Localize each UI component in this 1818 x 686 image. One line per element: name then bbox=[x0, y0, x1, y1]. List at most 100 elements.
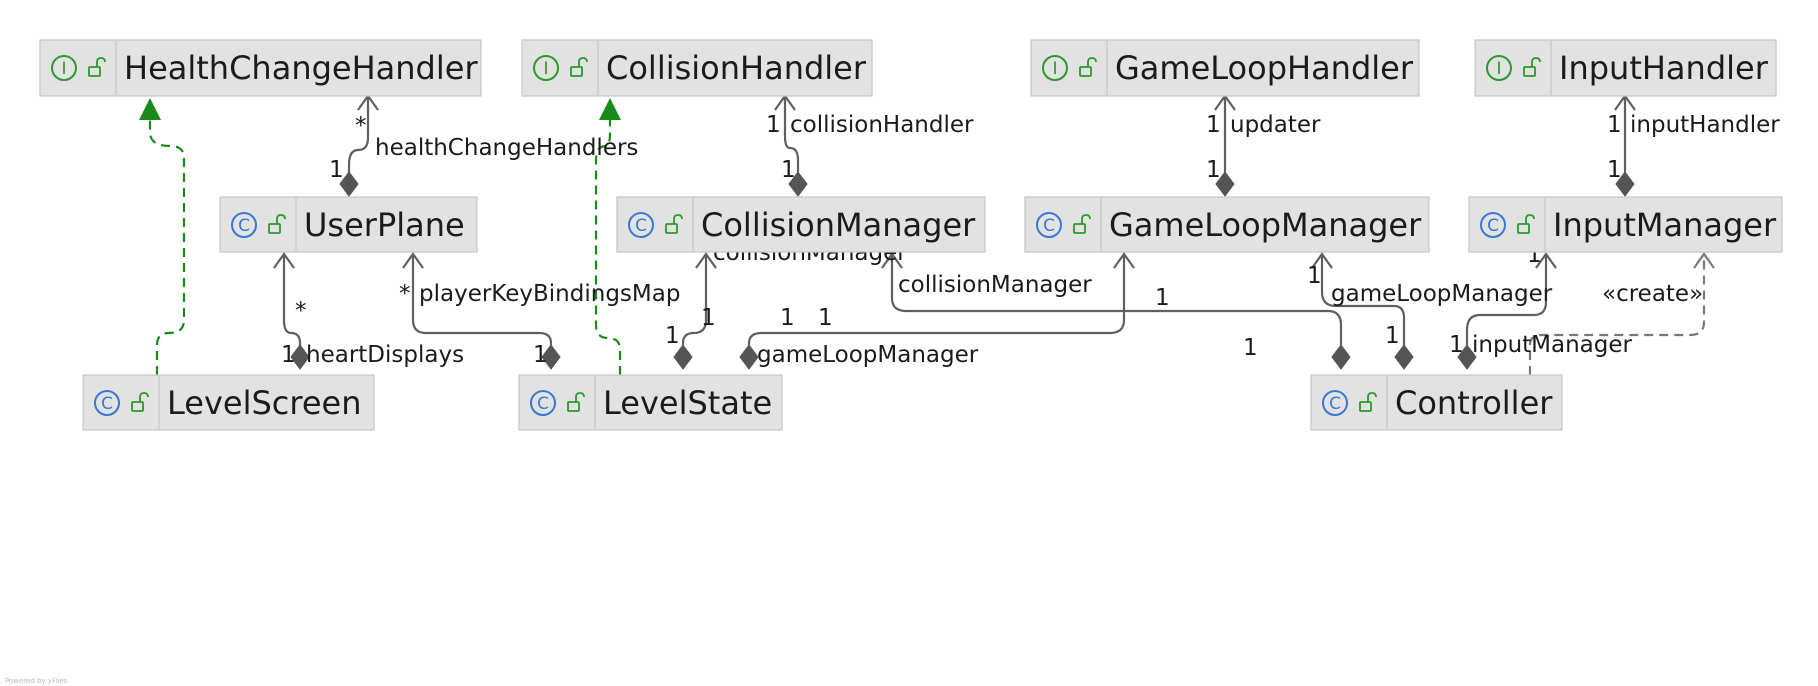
svg-text:C: C bbox=[101, 394, 113, 414]
label-many-healthchangehandlers-target: * bbox=[355, 113, 367, 139]
label-one-collisionmanager-controller-source: 1 bbox=[1243, 335, 1258, 361]
svg-text:I: I bbox=[1496, 59, 1501, 79]
node-healthchangehandler[interactable]: I HealthChangeHandler bbox=[39, 39, 482, 97]
class-badge-icon: C bbox=[231, 212, 257, 238]
label-stereotype-create: «create» bbox=[1602, 281, 1703, 307]
edge-controller-inputmanager bbox=[1457, 252, 1557, 370]
label-one-updater-source: 1 bbox=[1206, 157, 1221, 183]
svg-text:I: I bbox=[543, 59, 548, 79]
label-one-inputhandler-source: 1 bbox=[1607, 157, 1622, 183]
node-title: GameLoopManager bbox=[1109, 206, 1422, 244]
label-many-heartdisplays-target: * bbox=[295, 298, 307, 324]
interface-badge-icon: I bbox=[1486, 55, 1512, 81]
label-one-healthchangehandlers-source: 1 bbox=[329, 157, 344, 183]
public-lock-icon bbox=[1523, 57, 1541, 77]
public-lock-icon bbox=[665, 214, 683, 234]
label-one-gameloopmanager-controller-source: 1 bbox=[1385, 323, 1400, 349]
svg-text:I: I bbox=[61, 59, 66, 79]
node-title: LevelScreen bbox=[167, 384, 361, 422]
node-levelstate[interactable]: C LevelState bbox=[518, 374, 783, 431]
node-levelscreen[interactable]: C LevelScreen bbox=[82, 374, 375, 431]
label-role-gameloopmanager-levelstate: gameLoopManager bbox=[757, 342, 979, 368]
public-lock-icon bbox=[570, 57, 588, 77]
label-one-updater-target: 1 bbox=[1206, 112, 1221, 138]
edge-levelstate-collisionmanager bbox=[673, 252, 717, 370]
public-lock-icon bbox=[1359, 392, 1377, 412]
node-inputhandler[interactable]: I InputHandler bbox=[1474, 39, 1777, 97]
node-collisionhandler[interactable]: I CollisionHandler bbox=[521, 39, 873, 97]
node-collisionmanager[interactable]: C CollisionManager bbox=[616, 196, 986, 253]
node-userplane[interactable]: C UserPlane bbox=[219, 196, 478, 253]
label-role-inputmanager: inputManager bbox=[1472, 332, 1633, 358]
node-title: LevelState bbox=[603, 384, 772, 422]
public-lock-icon bbox=[88, 57, 106, 77]
realization-arrowhead bbox=[599, 98, 621, 120]
edge-userplane-healthchangehandlers bbox=[339, 94, 379, 197]
label-one-collisionmanager-target: 1 bbox=[701, 305, 716, 331]
edge-controller-collisionmanager bbox=[881, 252, 1351, 370]
svg-text:C: C bbox=[537, 394, 549, 414]
node-title: UserPlane bbox=[304, 206, 465, 244]
node-title: Controller bbox=[1395, 384, 1553, 422]
public-lock-icon bbox=[567, 392, 585, 412]
label-one-collisionhandler-source: 1 bbox=[781, 157, 796, 183]
node-title: CollisionHandler bbox=[606, 49, 867, 87]
node-inputmanager[interactable]: C InputManager bbox=[1468, 196, 1783, 253]
public-lock-icon bbox=[131, 392, 149, 412]
realization-arrowhead bbox=[139, 98, 161, 120]
node-title: InputManager bbox=[1553, 206, 1777, 244]
label-role-playerkeybindingsmap: playerKeyBindingsMap bbox=[419, 281, 680, 307]
class-badge-icon: C bbox=[1036, 212, 1062, 238]
svg-text:C: C bbox=[1043, 216, 1055, 236]
interface-badge-icon: I bbox=[51, 55, 77, 81]
edge-controller-gameloopmanager bbox=[1311, 252, 1414, 370]
svg-text:I: I bbox=[1052, 59, 1057, 79]
label-role-collisionmanager-controller: collisionManager bbox=[898, 272, 1092, 298]
node-title: GameLoopHandler bbox=[1115, 49, 1414, 87]
label-one-inputhandler-target: 1 bbox=[1607, 112, 1622, 138]
public-lock-icon bbox=[1517, 214, 1535, 234]
public-lock-icon bbox=[268, 214, 286, 234]
label-one-inputmanager-source: 1 bbox=[1449, 332, 1464, 358]
node-gameloopmanager[interactable]: C GameLoopManager bbox=[1024, 196, 1430, 253]
edge-levelscreen-heartdisplays bbox=[273, 252, 310, 370]
edge-levelstate-gameloopmanager bbox=[739, 252, 1135, 370]
label-role-collisionhandler: collisionHandler bbox=[790, 112, 974, 138]
label-one-playerkeybindingsmap-source: 1 bbox=[533, 342, 548, 368]
label-one-heartdisplays-source: 1 bbox=[281, 342, 296, 368]
interface-badge-icon: I bbox=[1042, 55, 1068, 81]
label-role-inputhandler: inputHandler bbox=[1630, 112, 1780, 138]
edge-levelscreen-realizes-healthchangehandler bbox=[139, 98, 186, 375]
public-lock-icon bbox=[1073, 214, 1091, 234]
svg-text:C: C bbox=[635, 216, 647, 236]
label-role-healthchangehandlers: healthChangeHandlers bbox=[375, 135, 638, 161]
svg-text:C: C bbox=[1329, 394, 1341, 414]
label-role-updater: updater bbox=[1230, 112, 1321, 138]
class-badge-icon: C bbox=[1322, 390, 1348, 416]
node-gameloophandler[interactable]: I GameLoopHandler bbox=[1030, 39, 1420, 97]
interface-badge-icon: I bbox=[533, 55, 559, 81]
label-role-heartdisplays: heartDisplays bbox=[306, 342, 464, 368]
label-many-playerkeybindingsmap-target: * bbox=[399, 281, 411, 307]
label-one-gameloopmanager-source-a: 1 bbox=[780, 305, 795, 331]
node-title: HealthChangeHandler bbox=[124, 49, 478, 87]
edge-controller-create-inputmanager bbox=[1528, 252, 1715, 375]
label-one-gameloopmanager-controller-target: 1 bbox=[1307, 263, 1322, 289]
class-badge-icon: C bbox=[628, 212, 654, 238]
label-one-collisionmanager-source: 1 bbox=[665, 323, 680, 349]
svg-text:C: C bbox=[238, 216, 250, 236]
label-one-gameloopmanager-target-a: 1 bbox=[818, 305, 833, 331]
edge-levelstate-playerkeybindingsmap bbox=[402, 252, 561, 370]
edge-levelstate-realizes-collisionhandler bbox=[594, 98, 622, 375]
label-one-collisionhandler-target: 1 bbox=[766, 112, 781, 138]
class-badge-icon: C bbox=[94, 390, 120, 416]
label-one-collisionmanager-controller-target: 1 bbox=[1155, 285, 1170, 311]
public-lock-icon bbox=[1079, 57, 1097, 77]
node-controller[interactable]: C Controller bbox=[1310, 374, 1563, 431]
label-role-gameloopmanager-controller: gameLoopManager bbox=[1331, 281, 1553, 307]
node-title: CollisionManager bbox=[701, 206, 976, 244]
class-badge-icon: C bbox=[530, 390, 556, 416]
node-title: InputHandler bbox=[1559, 49, 1769, 87]
svg-text:C: C bbox=[1487, 216, 1499, 236]
